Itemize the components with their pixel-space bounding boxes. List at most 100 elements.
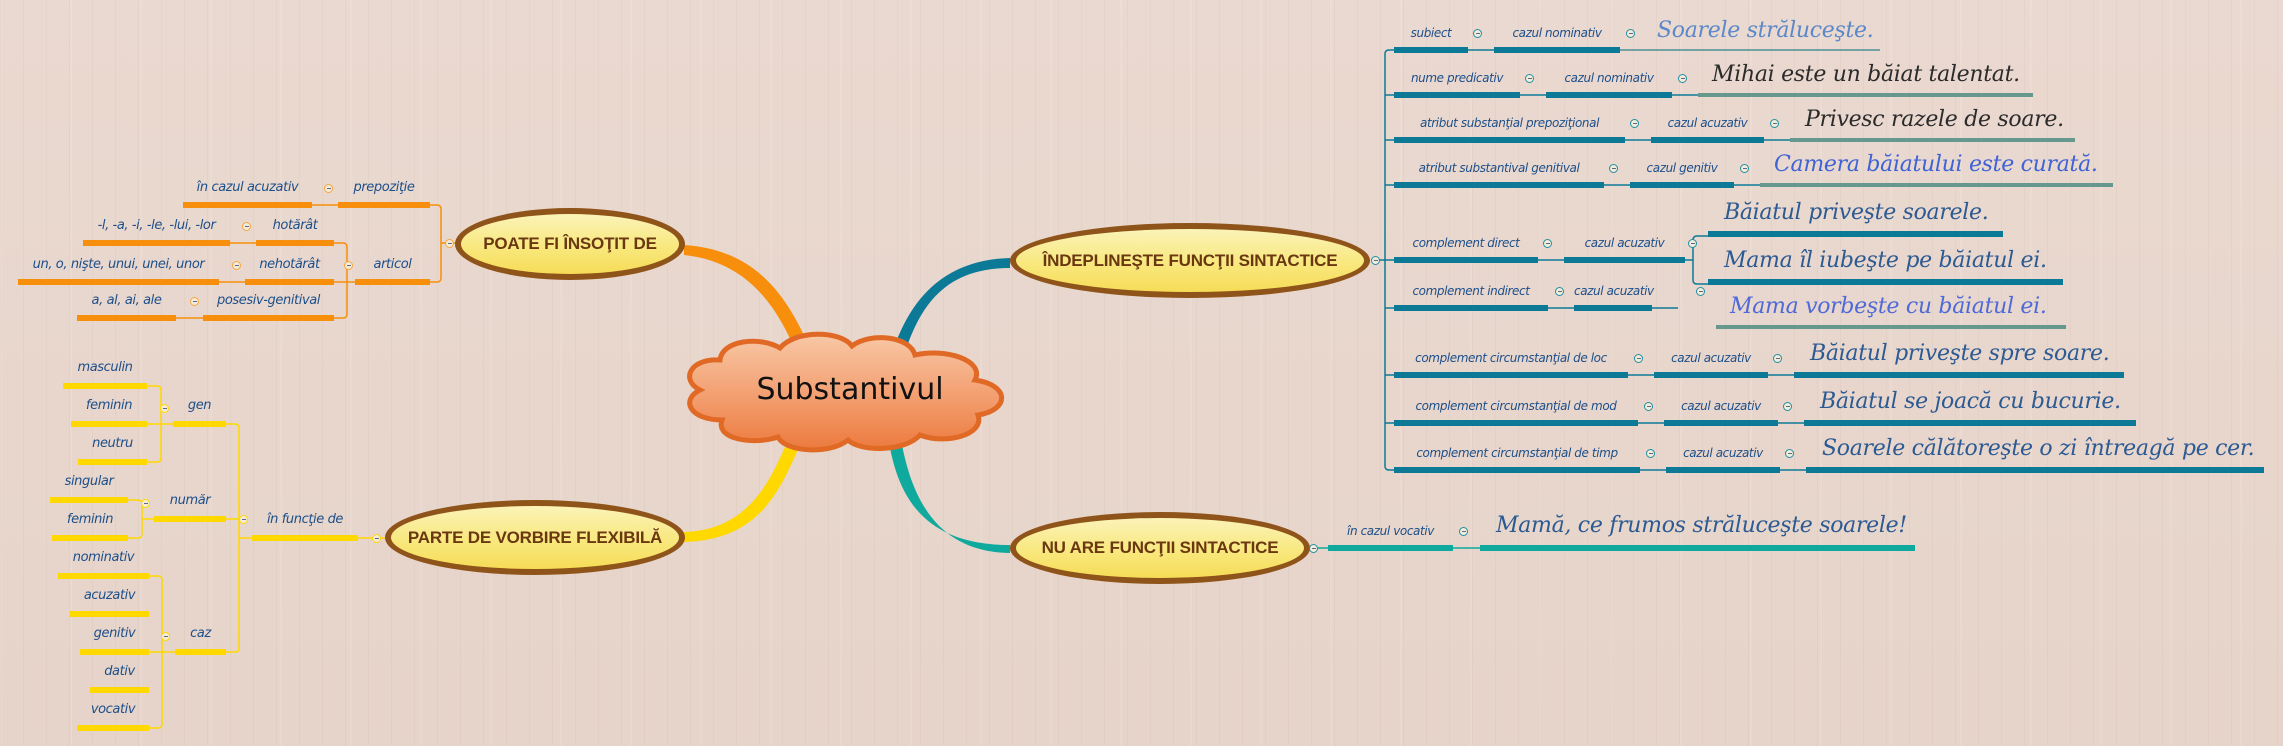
node-functie-nume-predicativ[interactable]: nume predicativ	[1410, 71, 1504, 85]
node-caz[interactable]: caz	[190, 626, 211, 641]
node-hotarat[interactable]: hotărât	[272, 218, 318, 233]
example-sentence[interactable]: Privesc razele de soare.	[1805, 107, 2064, 132]
collapse-toggle-icon[interactable]	[1309, 544, 1318, 553]
node-genitiv[interactable]: genitiv	[93, 626, 136, 641]
collapse-toggle-icon[interactable]	[1678, 74, 1687, 83]
node-nehotarat-bar	[245, 279, 334, 285]
example-sentence-bar	[1804, 420, 2136, 426]
node-singular[interactable]: singular	[64, 474, 114, 489]
node-masculin[interactable]: masculin	[77, 360, 133, 375]
collapse-toggle-icon[interactable]	[141, 499, 150, 508]
node-nominativ[interactable]: nominativ	[72, 550, 135, 565]
topic-nu-are-functii[interactable]: NU ARE FUNCŢII SINTACTICE	[1010, 512, 1310, 584]
node-caz-complement-indirect[interactable]: cazul acuzativ	[1574, 284, 1654, 298]
topic-indeplineste-functii[interactable]: ÎNDEPLINEŞTE FUNCŢII SINTACTICE	[1010, 223, 1370, 298]
node-feminin[interactable]: feminin	[85, 398, 133, 413]
collapse-toggle-icon[interactable]	[1609, 164, 1618, 173]
node-numar[interactable]: număr	[169, 493, 211, 508]
collapse-toggle-icon[interactable]	[1696, 287, 1705, 296]
example-sentence[interactable]: Mama îl iubeşte pe băiatul ei.	[1724, 248, 2047, 273]
collapse-toggle-icon[interactable]	[1543, 239, 1552, 248]
node-articol-hotarat-forms[interactable]: -l, -a, -i, -le, -lui, -lor	[97, 218, 216, 233]
node-caz-subiect[interactable]: cazul nominativ	[1512, 26, 1602, 40]
example-sentence[interactable]: Băiatul se joacă cu bucurie.	[1820, 389, 2121, 414]
example-sentence[interactable]: Mamă, ce frumos străluceşte soarele!	[1496, 513, 1907, 538]
node-functie-atribut-prepozitional-bar	[1394, 137, 1625, 143]
node-in-cazul-acuzativ[interactable]: în cazul acuzativ	[196, 180, 299, 195]
collapse-toggle-icon[interactable]	[1555, 287, 1564, 296]
collapse-toggle-icon[interactable]	[344, 261, 353, 270]
node-functie-complement-indirect[interactable]: complement indirect	[1412, 284, 1530, 298]
node-functie-atribut-prepozitional[interactable]: atribut substanţial prepoziţional	[1420, 116, 1599, 130]
example-sentence[interactable]: Mama vorbeşte cu băiatul ei.	[1730, 294, 2047, 319]
collapse-toggle-icon[interactable]	[372, 534, 381, 543]
collapse-toggle-icon[interactable]	[161, 632, 170, 641]
collapse-toggle-icon[interactable]	[1634, 354, 1643, 363]
node-acuzativ[interactable]: acuzativ	[83, 588, 136, 603]
collapse-toggle-icon[interactable]	[1525, 74, 1534, 83]
node-nehotarat[interactable]: nehotărât	[259, 257, 320, 272]
collapse-toggle-icon[interactable]	[1644, 402, 1653, 411]
node-articol-posesiv-forms[interactable]: a, al, ai, ale	[91, 293, 162, 308]
node-feminin-bar	[71, 421, 147, 427]
node-functie-complement-mod[interactable]: complement circumstanţial de mod	[1415, 399, 1617, 413]
node-neutru[interactable]: neutru	[92, 436, 133, 451]
node-feminin-numar[interactable]: feminin	[66, 512, 114, 527]
collapse-toggle-icon[interactable]	[1626, 29, 1635, 38]
collapse-toggle-icon[interactable]	[1459, 527, 1468, 536]
node-caz-atribut-prepozitional[interactable]: cazul acuzativ	[1667, 116, 1748, 130]
node-functie-complement-timp[interactable]: complement circumstanţial de timp	[1416, 446, 1618, 460]
collapse-toggle-icon[interactable]	[1688, 239, 1697, 248]
node-functie-atribut-genitival[interactable]: atribut substantival genitival	[1418, 161, 1580, 175]
collapse-toggle-icon[interactable]	[232, 261, 241, 270]
collapse-toggle-icon[interactable]	[1770, 119, 1779, 128]
central-topic[interactable]: Substantivul	[756, 372, 944, 407]
collapse-toggle-icon[interactable]	[1646, 449, 1655, 458]
collapse-toggle-icon[interactable]	[1783, 402, 1792, 411]
node-caz-nume-predicativ[interactable]: cazul nominativ	[1564, 71, 1654, 85]
example-sentence[interactable]: Băiatul priveşte spre soare.	[1810, 341, 2110, 366]
node-vocativ[interactable]: vocativ	[90, 702, 136, 717]
node-caz-complement-direct[interactable]: cazul acuzativ	[1584, 236, 1665, 250]
example-sentence-bar	[1708, 231, 2003, 237]
node-caz-complement-mod[interactable]: cazul acuzativ	[1681, 399, 1761, 413]
node-functie-complement-mod-bar	[1394, 420, 1638, 426]
node-articol[interactable]: articol	[373, 257, 412, 272]
node-dativ[interactable]: dativ	[104, 664, 135, 679]
node-prepozitie[interactable]: prepoziţie	[353, 180, 415, 195]
node-articol-nehotarat-forms[interactable]: un, o, nişte, unui, unei, unor	[32, 257, 205, 272]
topic-poate-fi-insotit[interactable]: POATE FI ÎNSOŢIT DE	[455, 208, 685, 280]
example-sentence[interactable]: Băiatul priveşte soarele.	[1724, 200, 1989, 225]
node-functie-complement-direct[interactable]: complement direct	[1412, 236, 1520, 250]
collapse-toggle-icon[interactable]	[1785, 449, 1794, 458]
node-in-cazul-vocativ[interactable]: în cazul vocativ	[1347, 524, 1434, 538]
collapse-toggle-icon[interactable]	[324, 184, 333, 193]
node-masculin-bar	[63, 383, 147, 389]
example-sentence[interactable]: Mihai este un băiat talentat.	[1712, 62, 2020, 87]
collapse-toggle-icon[interactable]	[160, 404, 169, 413]
collapse-toggle-icon[interactable]	[1630, 119, 1639, 128]
node-in-functie-de[interactable]: în funcţie de	[266, 512, 344, 527]
node-functie-subiect[interactable]: subiect	[1410, 26, 1452, 40]
collapse-toggle-icon[interactable]	[1740, 164, 1749, 173]
collapse-toggle-icon[interactable]	[1371, 256, 1380, 265]
collapse-toggle-icon[interactable]	[445, 239, 454, 248]
collapse-toggle-icon[interactable]	[1473, 29, 1482, 38]
collapse-toggle-icon[interactable]	[190, 297, 199, 306]
example-sentence[interactable]: Soarele străluceşte.	[1657, 18, 1874, 43]
node-posesiv-genitival[interactable]: posesiv-genitival	[216, 293, 321, 308]
node-caz-complement-timp[interactable]: cazul acuzativ	[1683, 446, 1763, 460]
example-sentence-bar	[1698, 93, 2033, 97]
node-functie-complement-loc[interactable]: complement circumstanţial de loc	[1415, 351, 1607, 365]
node-caz-complement-indirect-bar	[1574, 305, 1652, 311]
example-sentence[interactable]: Camera băiatului este curată.	[1774, 152, 2098, 177]
topic-parte-de-vorbire[interactable]: PARTE DE VORBIRE FLEXIBILĂ	[385, 500, 685, 575]
example-sentence[interactable]: Soarele călătoreşte o zi întreagă pe cer…	[1822, 436, 2255, 461]
node-caz-atribut-genitival[interactable]: cazul genitiv	[1646, 161, 1718, 175]
node-hotarat-bar	[256, 240, 334, 246]
node-caz-complement-loc[interactable]: cazul acuzativ	[1671, 351, 1751, 365]
collapse-toggle-icon[interactable]	[242, 222, 251, 231]
node-gen[interactable]: gen	[187, 398, 212, 413]
collapse-toggle-icon[interactable]	[1773, 354, 1782, 363]
collapse-toggle-icon[interactable]	[239, 515, 248, 524]
